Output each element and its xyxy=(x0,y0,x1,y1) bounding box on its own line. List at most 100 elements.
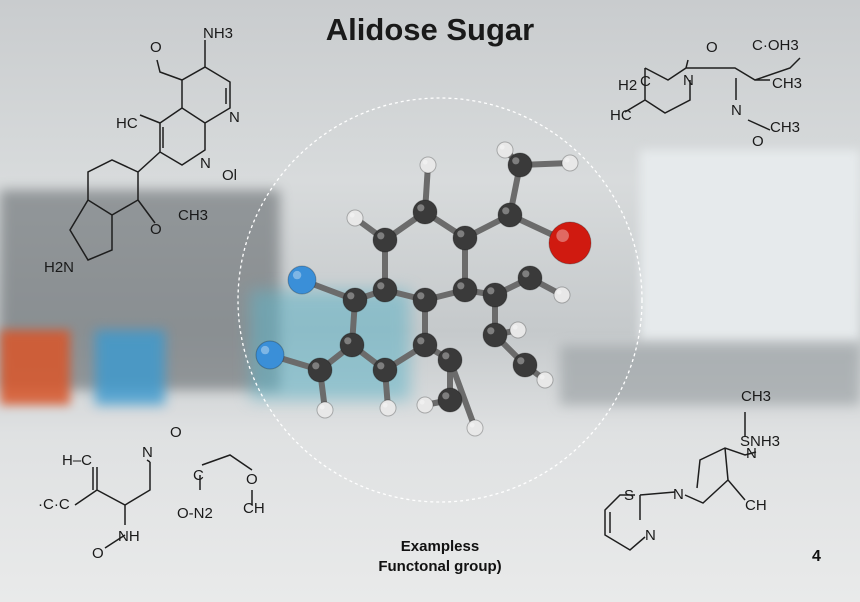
hydrogen-atom xyxy=(496,141,514,159)
structure-top-right: O C·OH3 H2 C N CH3 HC N CH3 O xyxy=(610,37,802,150)
atom-highlight xyxy=(319,404,325,410)
atom-highlight xyxy=(502,207,510,215)
atom-label: N xyxy=(645,527,656,544)
atom-highlight xyxy=(457,230,465,238)
structure-bottom-right: CH3 SNH3 N S N CH N xyxy=(604,388,780,551)
blue-flask xyxy=(95,330,165,405)
atom-highlight xyxy=(312,362,320,370)
carbon-atom xyxy=(307,357,333,383)
atom-label: CH3 xyxy=(770,119,800,136)
hydrogen-atom xyxy=(553,286,571,304)
carbon-atom xyxy=(452,225,478,251)
atom-highlight xyxy=(499,144,505,150)
atom-label: C xyxy=(640,73,651,90)
atom-highlight xyxy=(512,157,520,165)
atom-highlight xyxy=(487,287,495,295)
carbon-atom xyxy=(412,287,438,313)
atom-highlight xyxy=(457,282,465,290)
atom-label: C xyxy=(193,467,204,484)
atom-label: NH xyxy=(118,528,140,545)
carbon-atom xyxy=(437,387,463,413)
atom-highlight xyxy=(517,357,525,365)
carbon-atom xyxy=(497,202,523,228)
atom-label: O xyxy=(92,545,104,562)
atom-label: H–C xyxy=(62,452,92,469)
carbon-atom xyxy=(342,287,368,313)
atom-label: O xyxy=(752,133,764,150)
atom-label: CH3 xyxy=(178,207,208,224)
atom-label: CH xyxy=(745,497,767,514)
carbon-atom xyxy=(507,152,533,178)
oxygen-atom xyxy=(548,221,592,265)
atom-highlight xyxy=(417,204,425,212)
atom-highlight xyxy=(292,270,302,280)
hydrogen-atom xyxy=(346,209,364,227)
atom-label: O xyxy=(150,39,162,56)
carbon-atom xyxy=(412,332,438,358)
atom-label: N xyxy=(200,155,211,172)
carbon-atom xyxy=(339,332,365,358)
caption-line-2: Functonal group) xyxy=(378,558,502,575)
carbon-atom xyxy=(482,322,508,348)
carbon-atom xyxy=(452,277,478,303)
atom-label: S xyxy=(624,487,634,504)
atom-label: N xyxy=(673,486,684,503)
atom-label: O xyxy=(246,471,258,488)
atom-highlight xyxy=(349,212,355,218)
caption: Exampless Functonal group) xyxy=(340,537,540,577)
atom-highlight xyxy=(512,324,518,330)
hydrogen-atom xyxy=(379,399,397,417)
atom-highlight xyxy=(556,289,562,295)
atom-highlight xyxy=(564,157,570,163)
background-bench xyxy=(560,345,860,405)
structure-top-left: O NH3 N HC N Ol CH3 O H2N xyxy=(44,25,240,276)
nitrogen-atom xyxy=(255,340,285,370)
atom-highlight xyxy=(539,374,545,380)
page-number: 4 xyxy=(812,548,821,565)
carbon-atom xyxy=(437,347,463,373)
hydrogen-atom xyxy=(316,401,334,419)
atom-label: H2 xyxy=(618,77,637,94)
hydrogen-atom xyxy=(509,321,527,339)
caption-line-1: Exampless xyxy=(400,538,480,555)
atom-highlight xyxy=(377,232,385,240)
atom-highlight xyxy=(442,352,450,360)
atom-highlight xyxy=(417,337,425,345)
atom-label: H2N xyxy=(44,259,74,276)
atom-highlight xyxy=(382,402,388,408)
atom-highlight xyxy=(419,399,425,405)
atom-highlight xyxy=(417,292,425,300)
carbon-atom xyxy=(372,227,398,253)
carbon-atom xyxy=(512,352,538,378)
atom-label: N xyxy=(731,102,742,119)
hydrogen-atom xyxy=(419,156,437,174)
atom-highlight xyxy=(260,345,270,355)
carbon-atom xyxy=(372,277,398,303)
atom-label: N xyxy=(683,72,694,89)
atom-label: ·C·C xyxy=(38,496,70,513)
atom-label: CH xyxy=(243,500,265,517)
atom-label: HC xyxy=(610,107,632,124)
carbon-atom xyxy=(517,265,543,291)
nitrogen-atom xyxy=(287,265,317,295)
carbon-atom xyxy=(482,282,508,308)
atom-label: O xyxy=(706,39,718,56)
atom-label: N xyxy=(142,444,153,461)
atom-highlight xyxy=(522,270,530,278)
page-title: Alidose Sugar xyxy=(325,12,535,47)
atom-label: HC xyxy=(116,115,138,132)
atom-label: O xyxy=(170,424,182,441)
atom-label: C·OH3 xyxy=(752,37,799,54)
atom-label: NH3 xyxy=(203,25,233,42)
atom-highlight xyxy=(347,292,355,300)
atom-label: N xyxy=(746,445,757,462)
bond xyxy=(447,357,478,431)
hydrogen-atom xyxy=(466,419,484,437)
atom-label: CH3 xyxy=(772,75,802,92)
atom-label: SNH3 xyxy=(740,433,780,450)
orange-flask xyxy=(0,330,70,405)
hydrogen-atom xyxy=(536,371,554,389)
dashed-circle xyxy=(237,97,643,503)
atom-label: O xyxy=(150,221,162,238)
